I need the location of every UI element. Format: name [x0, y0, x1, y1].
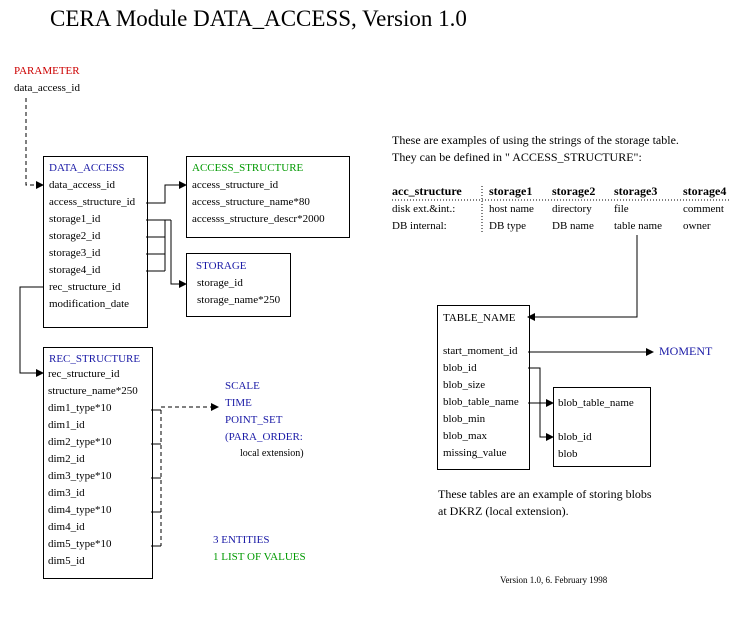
storage-table-cell: DB type [489, 220, 526, 232]
data-access-field: access_structure_id [49, 196, 136, 208]
storage-table-cell: file [614, 203, 629, 215]
blob-table-header: blob_table_name [558, 397, 634, 409]
blob-note-line1: These tables are an example of storing b… [438, 487, 652, 501]
rec-structure-field: dim1_type*10 [48, 402, 112, 414]
table-name-field: blob_size [443, 379, 486, 391]
storage-field: storage_id [197, 277, 243, 289]
data-access-header: DATA_ACCESS [49, 162, 125, 174]
access-structure-field: access_structure_name*80 [192, 196, 310, 208]
data-access-box: DATA_ACCESS data_access_id access_structu… [43, 156, 148, 328]
dim-type-local-extension: local extension) [240, 448, 304, 459]
access-structure-field: accesss_structure_descr*2000 [192, 213, 325, 225]
dim-type-point-set: POINT_SET [225, 414, 283, 426]
storage-table-cell: disk ext.&int.: [392, 203, 456, 215]
dim-type-para-order: (PARA_ORDER: [225, 431, 303, 443]
table-name-field: blob_id [443, 362, 477, 374]
blob-id-to-blob-table-line [528, 367, 554, 441]
rec-structure-field: dim3_type*10 [48, 470, 112, 482]
storage-id-stubs [146, 219, 165, 272]
version-note: Version 1.0, 6. February 1998 [500, 575, 608, 585]
table-name-field: start_moment_id [443, 345, 518, 357]
rec-structure-field: dim3_id [48, 487, 85, 499]
blob-table-box: blob_table_name blob_id blob [553, 387, 651, 467]
parameter-header: PARAMETER [14, 65, 80, 77]
rec-structure-field: dim4_type*10 [48, 504, 112, 516]
dim-type-time: TIME [225, 397, 252, 409]
table-name-field: blob_max [443, 430, 487, 442]
rec-structure-field: dim4_id [48, 521, 85, 533]
rec-structure-field: rec_structure_id [48, 368, 120, 380]
storage-table-cell: DB internal: [392, 220, 447, 232]
storage-note-line1: These are examples of using the strings … [392, 133, 679, 147]
data-access-field: storage2_id [49, 230, 101, 242]
moment-label: MOMENT [659, 344, 713, 358]
storage-table-header-storage2: storage2 [552, 184, 596, 198]
access-structure-field: access_structure_id [192, 179, 279, 191]
storage-table-header-acc-structure: acc_structure [392, 184, 462, 198]
table-name-field: blob_min [443, 413, 486, 425]
storage3-to-table-name-line [527, 235, 638, 321]
storage-table-header-storage4: storage4 [683, 184, 727, 198]
storage-table-cell: owner [683, 220, 711, 232]
dim-type-scale: SCALE [225, 380, 260, 392]
table-name-field: missing_value [443, 447, 507, 459]
rec-structure-field: dim2_type*10 [48, 436, 112, 448]
dim-type-stubs [151, 409, 161, 547]
access-structure-header: ACCESS_STRUCTURE [192, 162, 304, 174]
data-access-field: data_access_id [49, 179, 115, 191]
parameter-to-data-access-line [25, 98, 44, 189]
storage-field: storage_name*250 [197, 294, 281, 306]
entities-count: 3 ENTITIES [213, 534, 270, 546]
blob-note-line2: at DKRZ (local extension). [438, 504, 569, 518]
storage-table-header-storage3: storage3 [614, 184, 658, 198]
rec-structure-field: dim1_id [48, 419, 85, 431]
list-of-values-count: 1 LIST OF VALUES [213, 551, 306, 563]
blob-table-field-blob-id: blob_id [558, 431, 592, 443]
rec-structure-field: structure_name*250 [48, 385, 138, 397]
parameter-field: data_access_id [14, 82, 80, 94]
storage-table-cell: comment [683, 203, 724, 215]
storage-table-cell: host name [489, 203, 534, 215]
data-access-to-storage-line [170, 220, 187, 288]
rec-structure-box: REC_STRUCTURE rec_structure_id structure_… [43, 347, 153, 579]
data-access-to-access-structure-line [146, 181, 187, 204]
storage-table-cell: table name [614, 220, 662, 232]
data-access-field: storage4_id [49, 264, 101, 276]
data-access-field: modification_date [49, 298, 130, 310]
storage-header: STORAGE [196, 260, 247, 272]
table-name-box: TABLE_NAME start_moment_id blob_id blob_si… [437, 305, 530, 470]
blob-table-field-blob: blob [558, 448, 578, 460]
data-access-field: storage3_id [49, 247, 101, 259]
data-access-field: storage1_id [49, 213, 101, 225]
storage-table-cell: DB name [552, 220, 594, 232]
storage-table-header-storage1: storage1 [489, 184, 533, 198]
data-access-field: rec_structure_id [49, 281, 121, 293]
storage-table-cell: directory [552, 203, 592, 215]
rec-structure-field: dim5_type*10 [48, 538, 112, 550]
storage-note-line2: They can be defined in " ACCESS_STRUCTUR… [392, 150, 642, 164]
table-name-field: blob_table_name [443, 396, 519, 408]
rec-structure-header: REC_STRUCTURE [49, 353, 141, 365]
rec-structure-field: dim2_id [48, 453, 85, 465]
table-name-header: TABLE_NAME [443, 312, 516, 324]
rec-structure-field: dim5_id [48, 555, 85, 567]
page-title: CERA Module DATA_ACCESS, Version 1.0 [50, 6, 467, 31]
data-access-to-rec-structure-line [19, 286, 44, 377]
